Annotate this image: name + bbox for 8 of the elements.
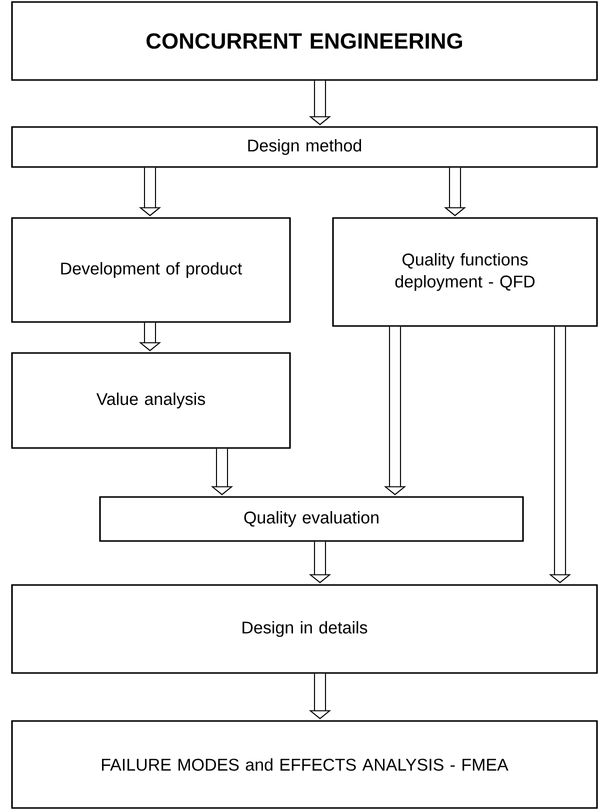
process-box: CONCURRENT ENGINEERING — [11, 1, 598, 81]
process-box: Design method — [11, 126, 598, 168]
process-box: FAILURE MODES and EFFECTS ANALYSIS - FMEA — [11, 720, 598, 809]
process-box: Quality functions deployment - QFD — [332, 217, 598, 327]
process-box: Design in details — [11, 584, 598, 674]
process-box: Development of product — [11, 217, 291, 323]
process-box: Quality evaluation — [99, 496, 524, 542]
process-box: Value analysis — [11, 352, 291, 449]
